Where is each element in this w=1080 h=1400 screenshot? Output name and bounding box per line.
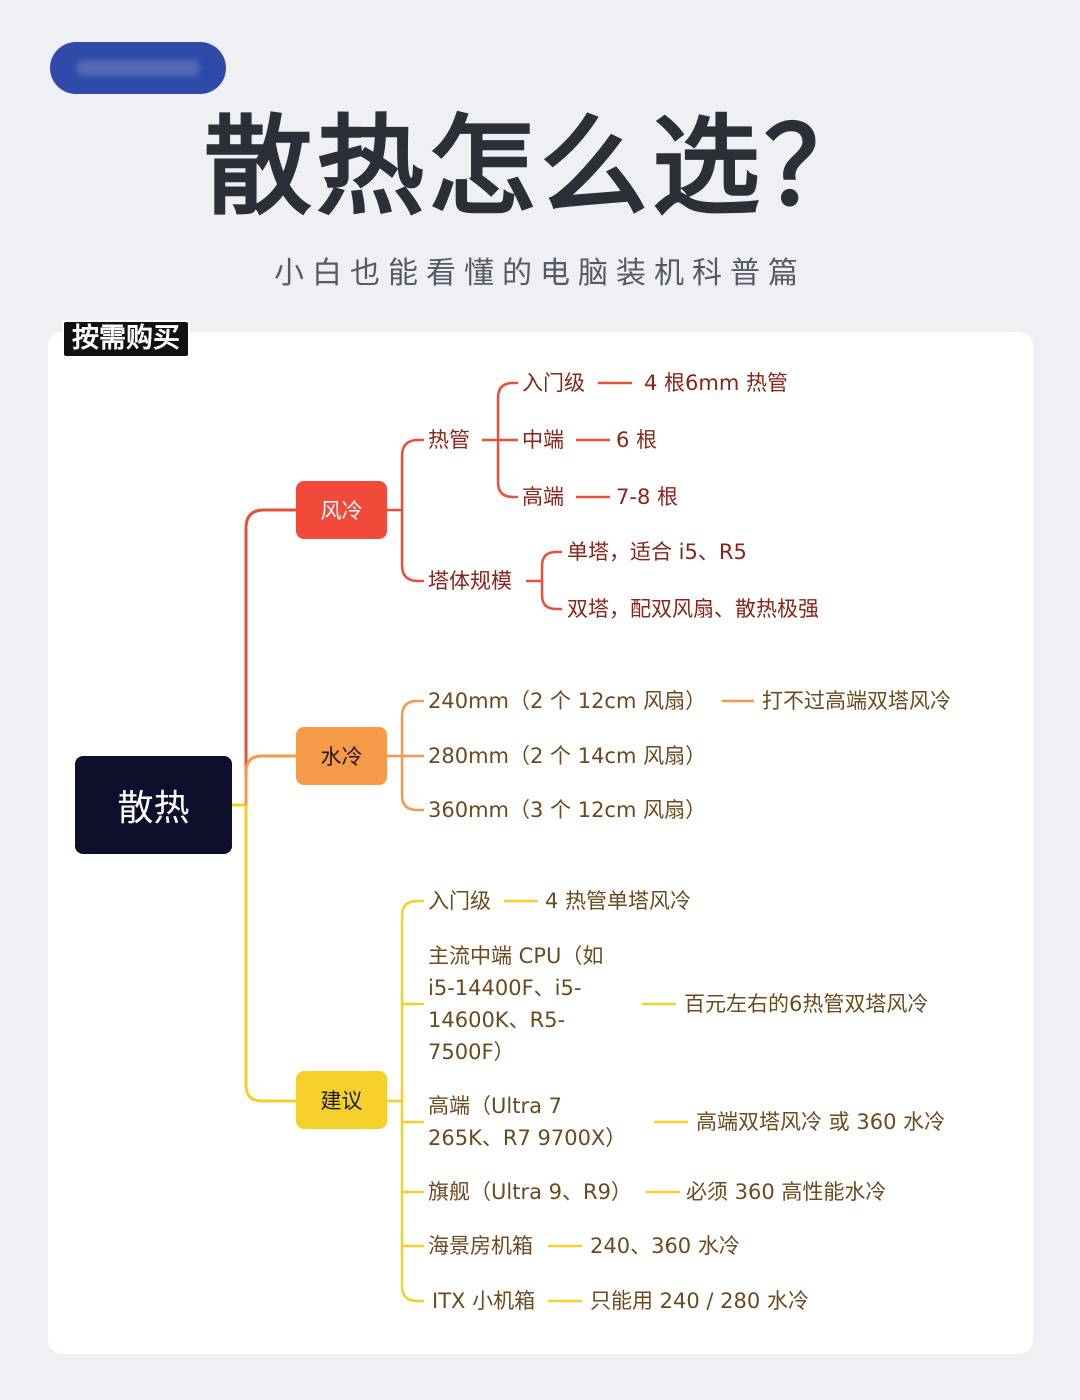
heatpipe-mid-value: 6 根 [616,428,658,452]
advice-itx-value: 只能用 240 / 280 水冷 [590,1289,809,1313]
heatpipe-entry-label: 入门级 [522,371,585,395]
heatpipe-entry-value: 4 根6mm 热管 [644,371,788,395]
advice-mainstream-value: 百元左右的6热管双塔风冷 [684,992,929,1016]
advice-entry-label: 入门级 [428,889,491,913]
water-cooling-node: 水冷 [296,727,387,785]
radiator-360: 360mm（3 个 12cm 风扇） [428,798,707,822]
heatpipe-high-value: 7-8 根 [616,485,678,509]
air-cooling-node: 风冷 [296,481,387,539]
tower-node: 塔体规模 [428,569,512,593]
page-title: 散热怎么选？ [203,105,876,230]
section-tag: 按需购买 [62,320,190,358]
root-node: 散热 [75,756,232,854]
advice-entry-value: 4 热管单塔风冷 [545,889,692,913]
advice-flagship-value: 必须 360 高性能水冷 [686,1180,887,1204]
radiator-280: 280mm（2 个 14cm 风扇） [428,744,707,768]
radiator-240: 240mm（2 个 12cm 风扇） [428,689,707,713]
advice-seaview-label: 海景房机箱 [428,1234,533,1258]
advice-itx-label: ITX 小机箱 [432,1289,536,1313]
heatpipe-mid-label: 中端 [522,428,564,452]
advice-mainstream-label: 主流中端 CPU（如 i5-14400F、i5-14600K、R5-7500F） [428,944,604,1064]
tower-single: 单塔，适合 i5、R5 [567,540,747,564]
advice-high-label: 高端（Ultra 7 265K、R7 9700X） [428,1094,627,1150]
advice-seaview-value: 240、360 水冷 [590,1234,740,1258]
advice-high-value: 高端双塔风冷 或 360 水冷 [696,1110,946,1134]
tower-dual: 双塔，配双风扇、散热极强 [567,597,819,621]
page-subtitle: 小白也能看懂的电脑装机科普篇 [274,256,806,291]
advice-node: 建议 [296,1071,387,1129]
radiator-240-note: 打不过高端双塔风冷 [762,689,951,713]
top-pill-badge [50,42,226,94]
heatpipe-node: 热管 [428,428,470,452]
advice-flagship-label: 旗舰（Ultra 9、R9） [428,1180,632,1204]
heatpipe-high-label: 高端 [522,485,564,509]
